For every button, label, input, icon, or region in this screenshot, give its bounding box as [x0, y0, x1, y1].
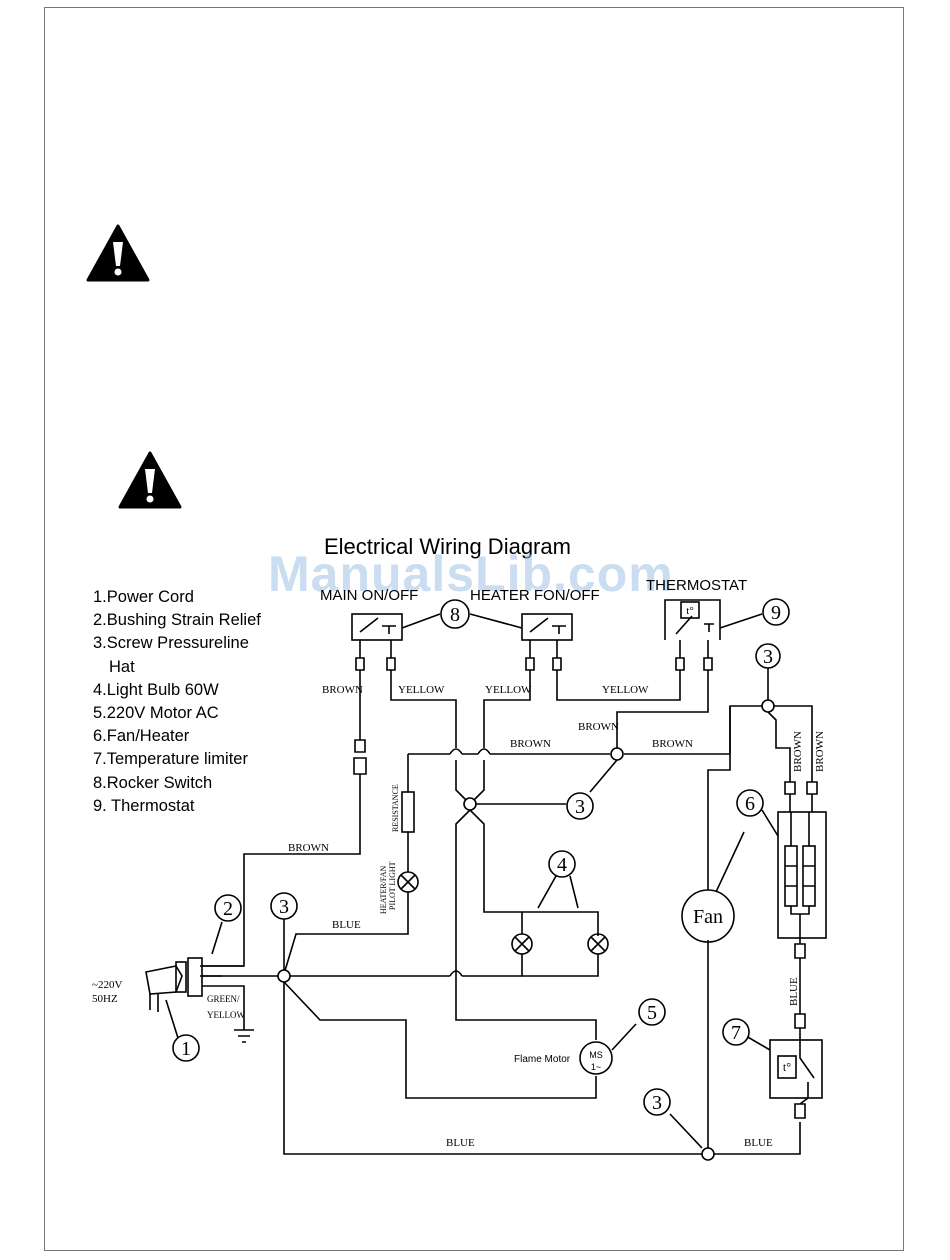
callout-2	[214, 894, 242, 922]
legend-item: 1.Power Cord	[93, 588, 194, 606]
heater-switch	[521, 613, 573, 641]
pilot-label: PILOT LIGHT	[388, 861, 397, 910]
wire-label: BROWN	[288, 842, 329, 854]
wire-label: BROWN	[792, 731, 804, 772]
watermark: ManualsLib.com	[268, 546, 674, 602]
wire-label: BROWN	[814, 731, 826, 772]
wire-label: BROWN	[652, 738, 693, 750]
callout-label: 3	[652, 1092, 662, 1114]
wire-label: BROWN	[322, 684, 363, 696]
wire-label: BROWN	[510, 738, 551, 750]
legend-item: 7.Temperature limiter	[93, 750, 248, 769]
wire-label: YELLOW	[602, 684, 649, 696]
wire-label: BLUE	[788, 977, 800, 1006]
callout-label: 5	[647, 1002, 657, 1024]
wire-label: BROWN	[578, 721, 619, 733]
callout-label: 8	[450, 604, 460, 626]
legend-item: 2.Bushing Strain Relief	[93, 611, 261, 630]
callout-label: 3	[279, 896, 289, 918]
earth-label: YELLOW	[207, 1010, 245, 1020]
legend-item: Hat	[109, 657, 135, 676]
callout-3	[643, 1088, 671, 1116]
wire-label: YELLOW	[398, 684, 445, 696]
motor-symbol: MS	[589, 1050, 603, 1060]
supply-frequency: 50HZ	[92, 993, 118, 1005]
legend-item: 9. Thermostat	[93, 796, 195, 815]
main-switch-label: MAIN ON/OFF	[320, 587, 418, 604]
callout-label: 9	[771, 602, 781, 624]
callout-3	[270, 892, 298, 920]
callout-5	[638, 998, 666, 1026]
legend: 1.Power Cord 2.Bushing Strain Relief 3.S…	[93, 586, 261, 818]
heater-switch-label: HEATER FON/OFF	[470, 587, 600, 604]
wire-label: BLUE	[744, 1137, 773, 1149]
main-switch	[351, 613, 403, 641]
legend-item: 5.220V Motor AC	[93, 704, 219, 723]
heater-block	[777, 811, 827, 939]
wire-label: YELLOW	[485, 684, 532, 696]
callout-3	[755, 643, 781, 669]
resistor	[401, 791, 415, 833]
callout-label: 3	[575, 796, 585, 818]
callout-7	[722, 1018, 750, 1046]
resistance-label: RESISTANCE	[391, 784, 400, 832]
temperature-limiter	[769, 1039, 823, 1099]
thermostat-label: THERMOSTAT	[646, 577, 747, 594]
thermostat-housing	[664, 599, 721, 640]
motor-symbol-sub: 1~	[591, 1062, 601, 1072]
fan-label: Fan	[693, 906, 723, 928]
legend-item: 4.Light Bulb 60W	[93, 680, 219, 699]
callout-9	[762, 598, 790, 626]
callout-3	[566, 792, 594, 820]
legend-item: 3.Screw Pressureline	[93, 634, 249, 653]
callout-label: 3	[763, 646, 773, 668]
callout-8	[440, 599, 470, 629]
callout-1	[172, 1034, 200, 1062]
legend-item: 8.Rocker Switch	[93, 773, 213, 792]
earth-label: GREEN/	[207, 994, 240, 1004]
wire-label: BLUE	[332, 919, 361, 931]
callout-label: 7	[731, 1022, 741, 1044]
plug	[145, 965, 183, 995]
terminals	[355, 640, 713, 671]
thermostat-symbol: t°	[686, 605, 693, 617]
diagram-title: Electrical Wiring Diagram	[324, 534, 571, 559]
supply-voltage: ~220V	[92, 979, 122, 991]
pilot-label: HEATER/FAN	[379, 865, 388, 914]
warning-icon	[86, 224, 150, 282]
callout-label: 4	[557, 854, 567, 876]
callout-6	[736, 789, 764, 817]
thermal-symbol: t°	[783, 1060, 791, 1074]
legend-item: 6.Fan/Heater	[93, 727, 190, 746]
callout-label: 1	[181, 1038, 191, 1060]
callout-label: 6	[745, 793, 755, 815]
callout-4	[548, 850, 576, 878]
callout-label: 2	[223, 898, 233, 920]
wire-label: BLUE	[446, 1137, 475, 1149]
warning-icon	[118, 451, 182, 509]
flame-motor-label: Flame Motor	[514, 1054, 571, 1065]
page-frame	[44, 7, 904, 1251]
